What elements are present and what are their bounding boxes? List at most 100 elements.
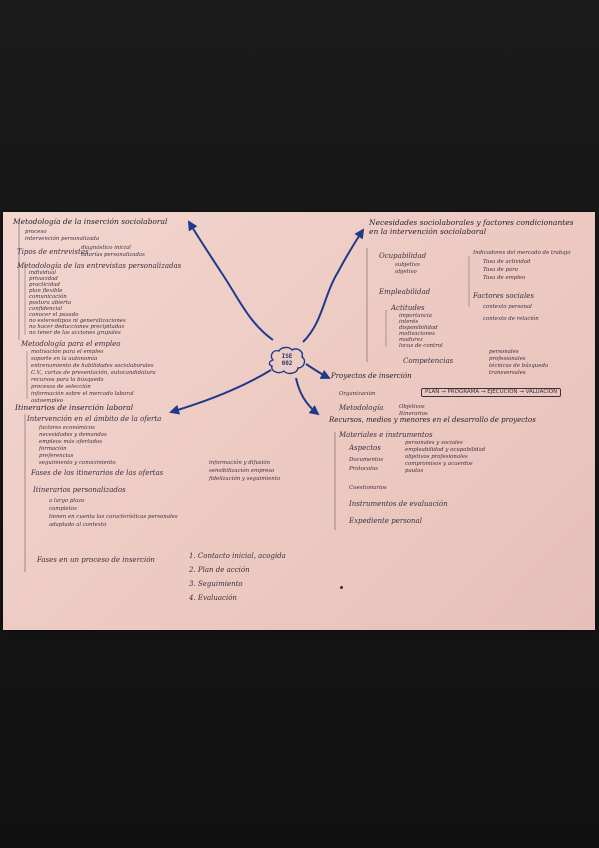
mr-org: Organización xyxy=(339,391,376,397)
tl-line-1: proceso xyxy=(25,229,47,235)
tr-act-item: interés xyxy=(399,319,419,325)
tr-comp-title: Competencias xyxy=(403,357,454,365)
bl-int-item: factores económicos xyxy=(39,425,95,431)
tl-entrevista-item: no tener de las acciones grupales xyxy=(29,330,121,336)
bl-fases-item: fidelización y seguimiento xyxy=(209,476,281,482)
tl-types-title: Tipos de entrevistas xyxy=(17,248,89,256)
tr-emple-title: Empleabilidad xyxy=(379,288,431,296)
br-asp: Aspectos xyxy=(349,444,381,452)
tl-title: Metodología de la inserción sociolaboral xyxy=(13,217,168,226)
arrow-bottom-right xyxy=(295,377,320,416)
tl-entrevista-item: practicidad xyxy=(29,282,61,288)
mindmap-arrows xyxy=(18,220,470,572)
tl-entrevista-item: confidencial xyxy=(29,306,63,312)
tl-entrevista-item: no hacer deducciones precipitadas xyxy=(29,324,125,330)
br-exp: Expediente personal xyxy=(349,517,422,525)
tl-entrevista-item: privacidad xyxy=(29,276,58,282)
tl-empleo-item: soporte en la autonomía xyxy=(31,356,98,362)
br-cuest: Cuestionarios xyxy=(349,485,387,491)
tl-empleo-item: información sobre el mercado laboral xyxy=(31,391,134,397)
bl-fases-item: información y difusión xyxy=(209,460,271,466)
tr-title: Necesidades sociolaborales y factores co… xyxy=(369,218,574,236)
arrow-top-left xyxy=(187,220,274,341)
tl-types-item-2: tutorías personalizadas xyxy=(81,252,145,258)
bl-proc-item: 2. Plan de acción xyxy=(189,566,250,574)
tr-ocup-item: subjetivo xyxy=(395,262,420,268)
tr-act-item: madurez xyxy=(399,337,423,343)
bl-proc-item: 1. Contacto inicial, acogida xyxy=(189,552,286,560)
bl-int-title: Intervención en el ámbito de la oferta xyxy=(27,415,162,423)
mr-met-item: Itinerarios xyxy=(399,411,428,417)
tr-comp-item: técnicas de búsqueda xyxy=(489,363,549,369)
tr-act-title: Actitudes xyxy=(391,304,425,312)
br-asp-item: personales y sociales xyxy=(405,440,463,446)
tr-comp-item: profesionales xyxy=(489,356,526,362)
tl-entrevista-item: postura abierta xyxy=(29,300,72,306)
br-instr: Instrumentos de evaluación xyxy=(349,500,448,508)
ink-dot xyxy=(340,586,343,589)
bl-itin-title: Itinerarios personalizados xyxy=(33,486,126,494)
tl-entrevista-item: individual xyxy=(29,270,57,276)
tr-act-item: motivaciones xyxy=(399,331,435,337)
tr-act-item: locus de control xyxy=(399,343,443,349)
tl-entrevista-item: comunicación xyxy=(29,294,67,300)
tl-entrevista-item: plan flexible xyxy=(29,288,63,294)
tl-types-item-1: diagnóstico inicial xyxy=(81,245,131,251)
br-asp-item: compromisos y acuerdos xyxy=(405,461,473,467)
br-prot: Protocolos xyxy=(349,466,378,472)
tr-ind-item: Tasa de empleo xyxy=(483,275,526,281)
center-code: ISE 002 xyxy=(281,353,293,367)
tr-fac-title: Factores sociales xyxy=(473,292,534,300)
br-asp-item: objetivos profesionales xyxy=(405,454,468,460)
tr-ocup-title: Ocupabilidad xyxy=(379,252,427,260)
bl-int-item: seguimiento y conocimiento xyxy=(39,460,116,466)
tr-act-item: disponibilidad xyxy=(399,325,438,331)
tl-empleo-item: recursos para la búsqueda xyxy=(31,377,104,383)
bl-proc-item: 3. Seguimiento xyxy=(189,580,243,588)
bl-proc-item: 4. Evaluación xyxy=(189,594,237,602)
mindmap-paper: ISE 002 Metodología de la inserción soci… xyxy=(3,212,595,630)
center-node: ISE 002 xyxy=(267,346,307,376)
mr-met-item: Objetivos xyxy=(399,404,425,410)
tr-ind-item: Tasa de actividad xyxy=(483,259,531,265)
arrow-top-right xyxy=(302,228,365,343)
tr-fac-item: contexto personal xyxy=(483,304,532,310)
tr-ocup-item: objetivo xyxy=(395,269,417,275)
br-asp-item: pautas xyxy=(405,468,424,474)
bl-fases-item: sensibilización empresa xyxy=(209,468,275,474)
mr-title: Proyectos de inserción xyxy=(331,372,412,380)
tl-empleo-item: C.V., cartas de presentación, autocandid… xyxy=(31,370,156,376)
tl-empleo-item: autoempleo xyxy=(31,398,64,404)
tl-empleo-item: procesos de selección xyxy=(31,384,91,390)
arrow-bottom-left xyxy=(169,369,272,415)
mr-met: Metodología xyxy=(339,404,384,412)
br-title: Recursos, medios y menores en el desarro… xyxy=(329,416,536,424)
bl-itin-item: tienen en cuenta las características per… xyxy=(49,514,178,520)
tr-ind-title: Indicadores del mercado de trabajo xyxy=(473,250,571,256)
bl-int-item: preferencias xyxy=(39,453,74,459)
bl-int-item: formación xyxy=(39,446,67,452)
bl-itin-item: a largo plazo xyxy=(49,498,85,504)
tr-act-item: importancia xyxy=(399,313,432,319)
tl-empleo-item: entrenamiento de habilidades sociolabora… xyxy=(31,363,154,369)
br-doc: Documentos xyxy=(349,457,384,463)
arrow-mid-right xyxy=(305,363,331,379)
tr-ind-item: Tasa de paro xyxy=(483,267,518,273)
tl-empleo-title: Metodología para el empleo xyxy=(21,340,121,348)
bl-int-item: empleos más ofertados xyxy=(39,439,103,445)
br-asp-item: empleabilidad y ocupabilidad xyxy=(405,447,486,453)
tl-entrevista-title: Metodología de las entrevistas personali… xyxy=(17,262,182,270)
bl-int-item: necesidades y demandas xyxy=(39,432,107,438)
bl-itin-item: adaptado al contexto xyxy=(49,522,107,528)
bl-itin-item: completos xyxy=(49,506,77,512)
bl-proc-title: Fases en un proceso de inserción xyxy=(37,556,155,564)
mr-plan-box: PLAN → PROGRAMA → EJECUCIÓN → VALUACIÓN xyxy=(421,388,562,397)
tl-entrevista-item: no estereotipos ni generalizaciones xyxy=(29,318,126,324)
tl-line-2: intervención personalizada xyxy=(25,236,100,242)
br-mat: Materiales e instrumentos xyxy=(339,431,433,439)
tr-comp-item: transversales xyxy=(489,370,526,376)
tl-empleo-item: motivación para el empleo xyxy=(31,349,104,355)
tl-entrevista-item: conocer el pasado xyxy=(29,312,79,318)
bl-title: Itinerarios de inserción laboral xyxy=(15,403,134,412)
